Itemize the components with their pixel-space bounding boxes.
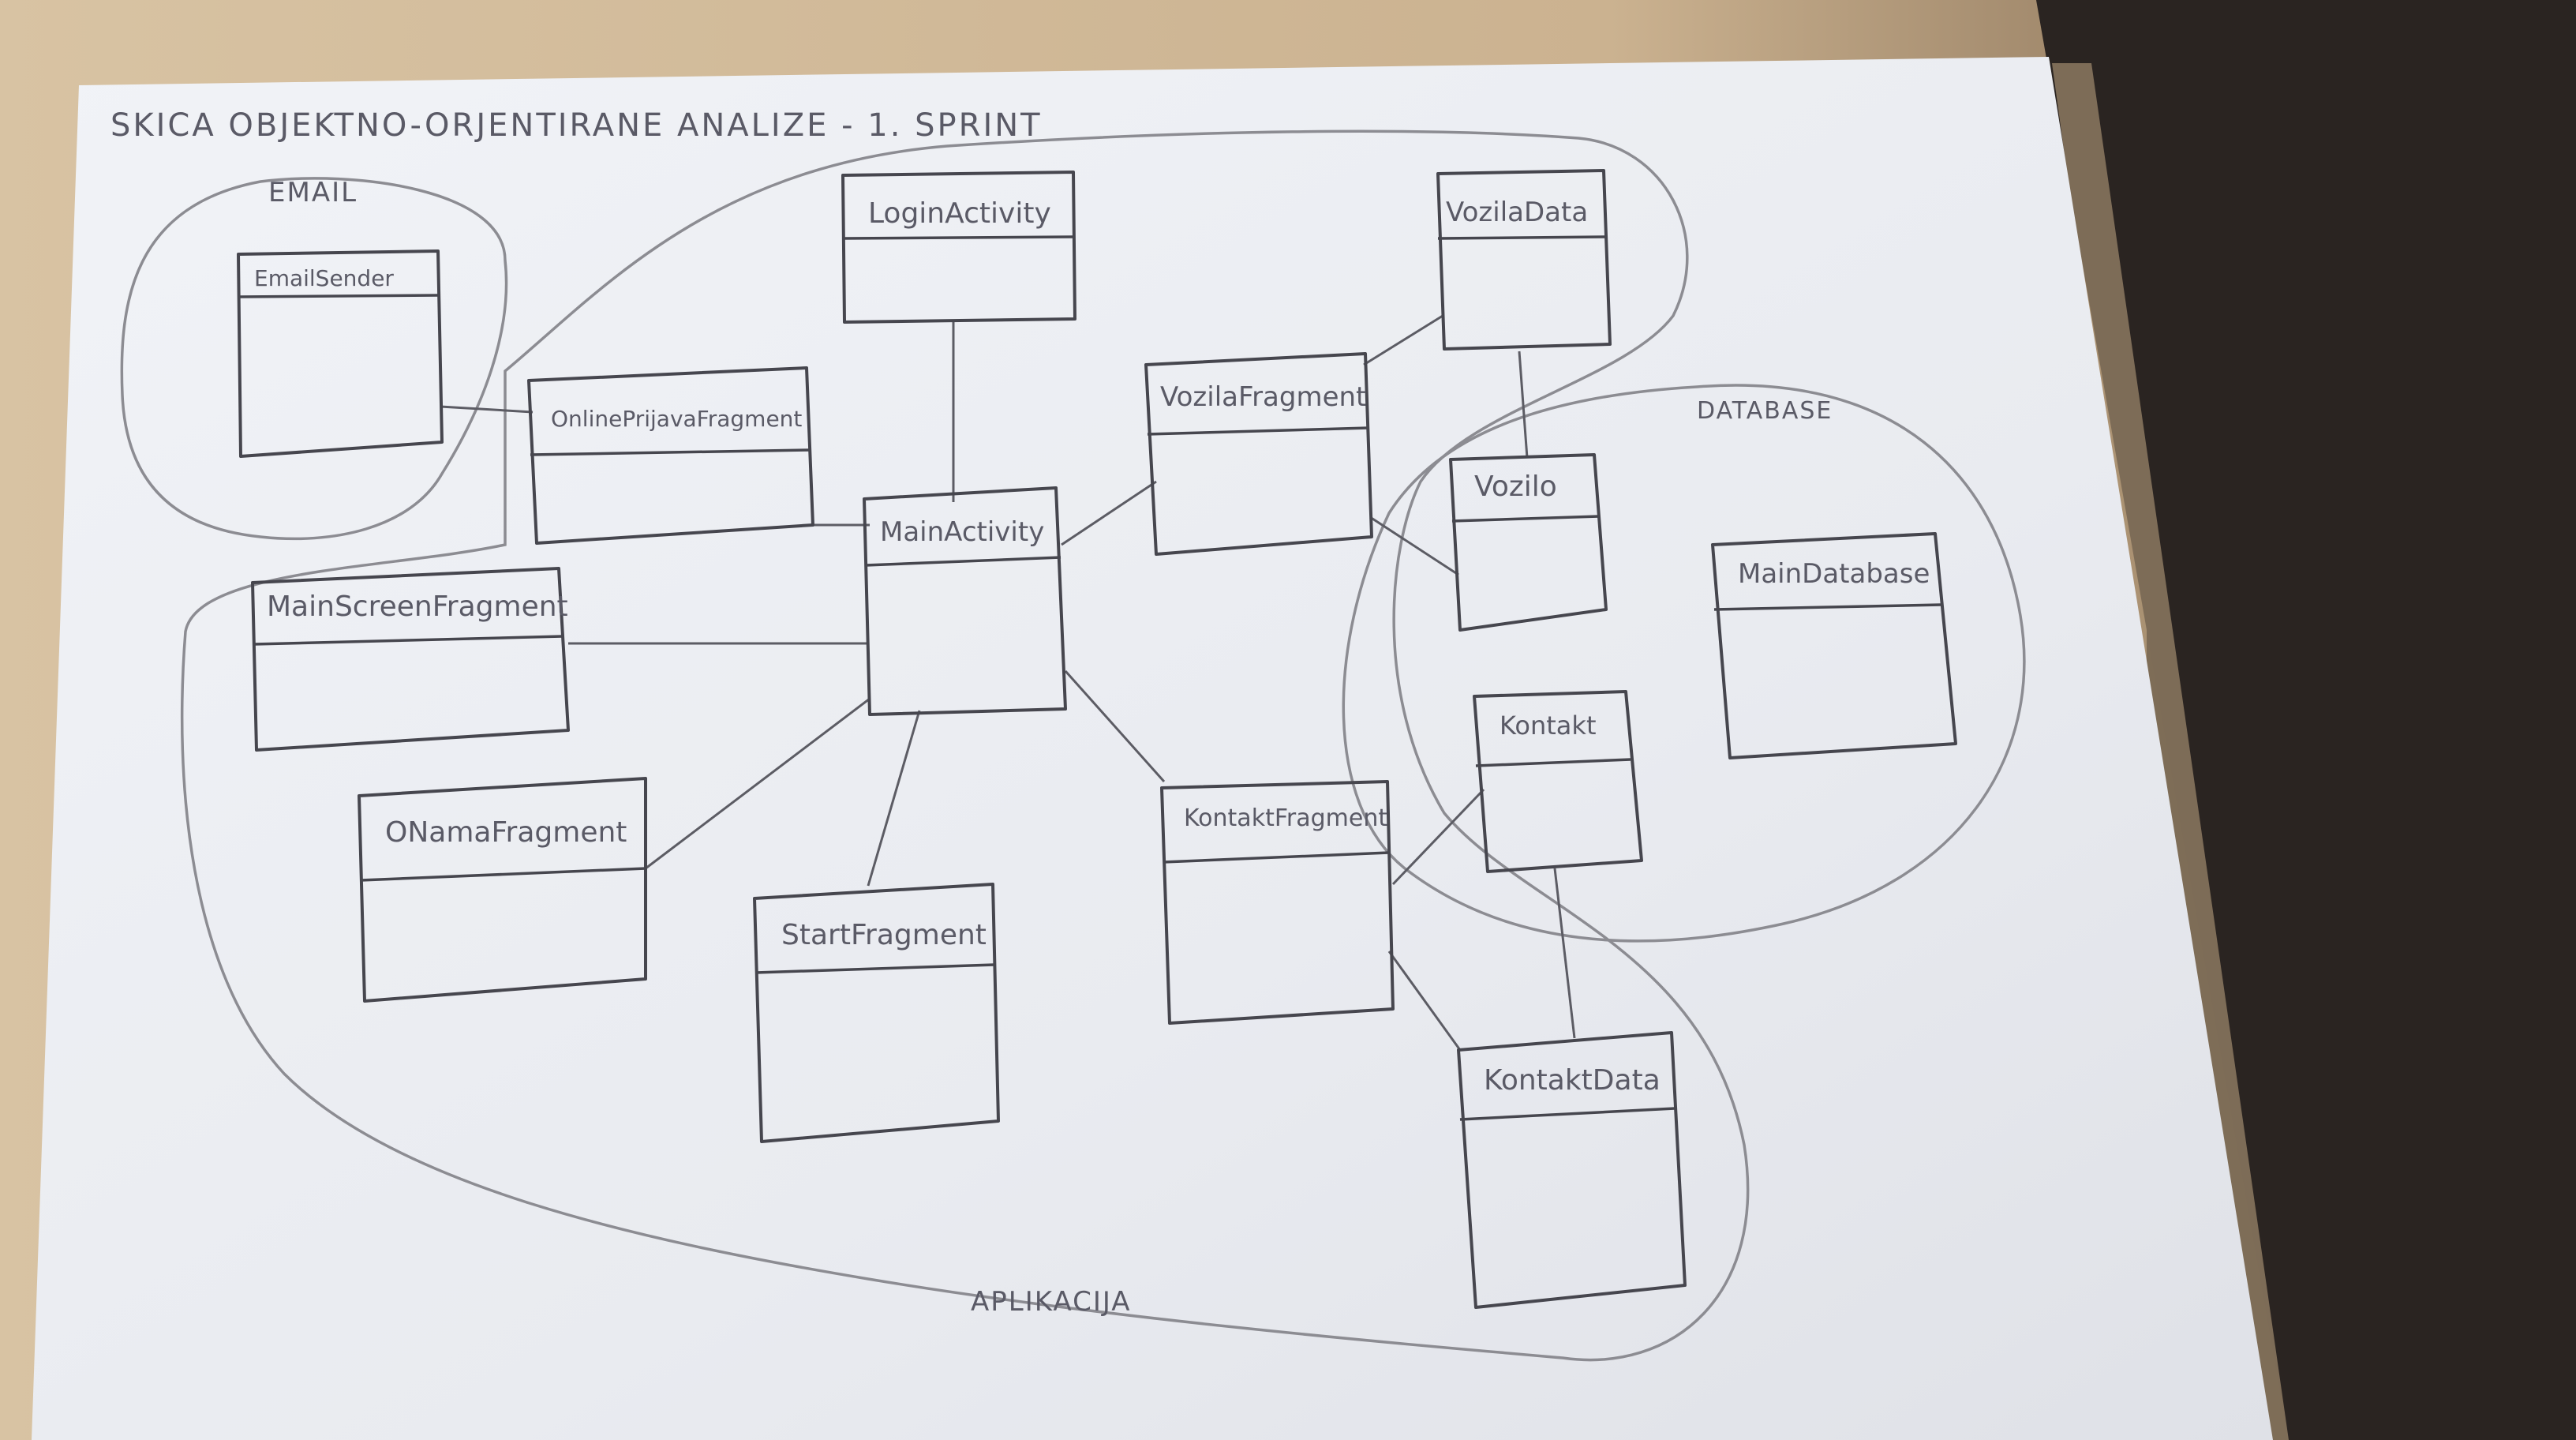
class-main-activity: MainActivity [863, 486, 1067, 716]
paper-sheet [32, 57, 2273, 1440]
class-main-database: MainDatabase [1711, 532, 1957, 759]
database-group-label: DATABASE [1697, 397, 1833, 425]
assoc-kontaktfragment-kontakt [1391, 788, 1485, 886]
paper-shadow [2052, 63, 2289, 1440]
app-group-label: APLIKACIJA [971, 1286, 1132, 1318]
class-name: OnlinePrijavaFragment [551, 406, 802, 432]
assoc-start-main [867, 710, 921, 887]
class-name: VozilaData [1446, 197, 1588, 228]
class-o-nama-fragment: ONamaFragment [358, 777, 647, 1003]
class-name: MainActivity [880, 516, 1044, 548]
class-main-screen-fragment: MainScreenFragment [251, 567, 570, 752]
diagram-title: SKICA OBJEKTNO-ORJENTIRANE ANALIZE - 1. … [110, 107, 1043, 144]
associations [440, 314, 1576, 1051]
class-name: VozilaFragment [1160, 381, 1366, 413]
dark-background [2036, 0, 2576, 1440]
class-name: MainScreenFragment [267, 591, 568, 623]
assoc-kontakt-kontaktdata [1553, 868, 1576, 1039]
class-login-activity: LoginActivity [841, 171, 1076, 324]
email-group-outline [120, 177, 508, 541]
class-vozilo: Vozilo [1449, 453, 1608, 632]
class-kontakt-data: KontaktData [1457, 1031, 1687, 1309]
class-vozila-data: VozilaData [1436, 169, 1612, 351]
class-email-sender: EmailSender [237, 249, 444, 458]
class-name: KontaktData [1484, 1064, 1661, 1097]
email-group-label: EMAIL [268, 177, 358, 208]
class-kontakt-fragment: KontaktFragment [1160, 780, 1395, 1025]
class-name: Vozilo [1474, 471, 1557, 503]
assoc-onama-main [645, 697, 871, 870]
assoc-kontaktfragment-main [1064, 670, 1166, 782]
class-vozila-fragment: VozilaFragment [1144, 352, 1373, 556]
class-online-prijava-fragment: OnlinePrijavaFragment [527, 366, 814, 545]
assoc-emailsender-onlineprijava [440, 405, 534, 414]
database-group-outline [1342, 384, 2026, 943]
class-name: MainDatabase [1738, 558, 1930, 590]
class-name: EmailSender [254, 265, 394, 291]
assoc-vozilafragment-vozilodata [1363, 314, 1443, 366]
class-name: ONamaFragment [385, 816, 627, 849]
assoc-vozilafragment-main [1061, 480, 1157, 546]
assoc-kontaktfragment-kontaktdata [1387, 951, 1462, 1051]
class-name: Kontakt [1500, 711, 1596, 741]
assoc-vozilafragment-vozilo [1369, 516, 1459, 576]
class-name: StartFragment [781, 919, 987, 951]
class-kontakt: Kontakt [1473, 690, 1643, 873]
class-start-fragment: StartFragment [753, 883, 1000, 1143]
assoc-vozilodata-vozilo [1518, 351, 1529, 459]
class-name: LoginActivity [868, 197, 1051, 230]
app-group-outline [180, 129, 1750, 1362]
class-name: KontaktFragment [1184, 804, 1387, 832]
